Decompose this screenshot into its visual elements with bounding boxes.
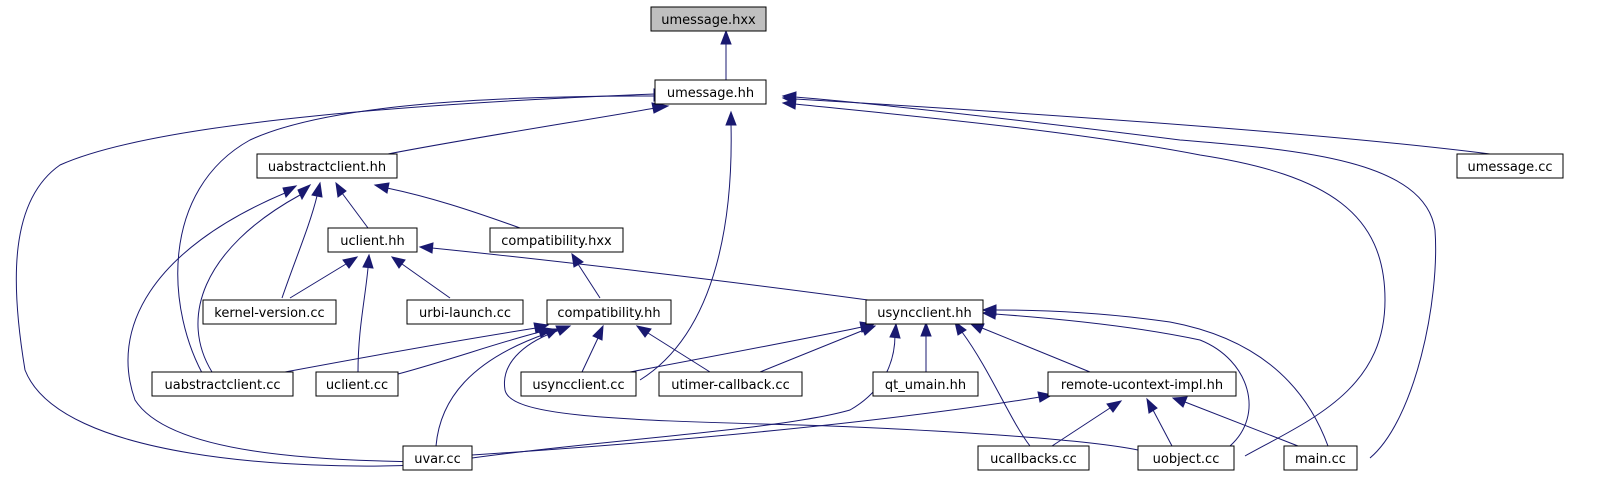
node-label: umessage.hh (667, 86, 754, 101)
node-label: qt_umain.hh (885, 378, 966, 393)
edge-uabstractclient-hh-to-umessage-hh (387, 102, 670, 155)
node-uabstractclient-cc[interactable]: uabstractclient.cc (151, 371, 294, 397)
node-label: uclient.hh (340, 234, 405, 249)
node-label: compatibility.hxx (501, 234, 612, 249)
edge-usyncclient-cc-to-usyncclient-hh (629, 321, 876, 373)
node-kernel-version-cc[interactable]: kernel-version.cc (202, 299, 337, 325)
edge-umessage-hh-to-umessage-hxx (720, 29, 732, 80)
node-remote-ucontext-impl-hh[interactable]: remote-ucontext-impl.hh (1047, 371, 1237, 397)
edge-urbi-launch-cc-to-uclient-hh (390, 256, 451, 299)
node-urbi-launch-cc[interactable]: urbi-launch.cc (406, 299, 524, 325)
node-label: remote-ucontext-impl.hh (1061, 378, 1223, 393)
edge-remote-ucontext-impl-hh-to-usyncclient-hh (968, 322, 1091, 373)
edge-uvar-cc-to-umessage-hh (15, 88, 669, 467)
edge-usyncclient-cc-to-umessage-hh (639, 110, 737, 381)
node-label: kernel-version.cc (214, 306, 324, 321)
edge-uobject-cc-to-compatibility-hh (504, 325, 1139, 451)
edge-main-cc-to-remote-ucontext-impl-hh (1171, 396, 1299, 447)
node-label: uabstractclient.hh (268, 160, 386, 175)
node-umessage-hxx[interactable]: umessage.hxx (650, 6, 767, 32)
edge-kernel-version-cc-to-uclient-hh (289, 256, 359, 299)
edge-kernel-version-cc-to-uabstractclient-hh (281, 181, 323, 299)
node-label: uvar.cc (414, 452, 460, 467)
node-label: uclient.cc (326, 378, 388, 393)
edge-uobject-cc-to-remote-ucontext-impl-hh (1146, 397, 1173, 447)
edge-uclient-cc-to-compatibility-hh (397, 326, 554, 375)
node-qt-umain-hh[interactable]: qt_umain.hh (872, 371, 979, 397)
node-uclient-hh[interactable]: uclient.hh (327, 227, 418, 253)
edge-usyncclient-cc-to-compatibility-hh (581, 324, 604, 373)
edge-uabstractclient-cc-to-compatibility-hh (284, 322, 550, 373)
node-compatibility-hxx[interactable]: compatibility.hxx (489, 227, 624, 253)
node-label: urbi-launch.cc (419, 306, 511, 321)
node-compatibility-hh[interactable]: compatibility.hh (546, 299, 672, 325)
edge-usyncclient-hh-to-uclient-hh (418, 242, 869, 301)
edge-umessage-cc-to-umessage-hh (781, 93, 1491, 155)
edge-utimer-callback-cc-to-usyncclient-hh (759, 324, 877, 373)
node-label: utimer-callback.cc (671, 378, 789, 393)
node-label: uobject.cc (1153, 452, 1220, 467)
node-uobject-cc[interactable]: uobject.cc (1137, 445, 1235, 471)
edge-compatibility-hh-to-compatibility-hxx (571, 252, 601, 299)
node-label: umessage.hxx (661, 13, 756, 28)
node-label: usyncclient.hh (877, 306, 971, 321)
edge-uclient-cc-to-uclient-hh (357, 253, 374, 373)
edge-qt-umain-hh-to-usyncclient-hh (920, 321, 932, 372)
node-label: uabstractclient.cc (164, 378, 280, 393)
node-label: main.cc (1295, 452, 1346, 467)
edge-uclient-hh-to-uabstractclient-hh (335, 181, 369, 229)
edge-uvar-cc-to-uabstractclient-hh (127, 185, 421, 463)
node-label: compatibility.hh (557, 306, 660, 321)
node-label: ucallbacks.cc (990, 452, 1077, 467)
edge-main-cc-to-usyncclient-hh (981, 304, 1329, 447)
node-main-cc[interactable]: main.cc (1283, 445, 1358, 471)
node-uabstractclient-hh[interactable]: uabstractclient.hh (256, 153, 398, 179)
node-usyncclient-hh[interactable]: usyncclient.hh (865, 299, 984, 325)
node-label: usyncclient.cc (532, 378, 624, 393)
node-uclient-cc[interactable]: uclient.cc (315, 371, 399, 397)
node-ucallbacks-cc[interactable]: ucallbacks.cc (977, 445, 1090, 471)
node-usyncclient-cc[interactable]: usyncclient.cc (520, 371, 637, 397)
node-umessage-cc[interactable]: umessage.cc (1456, 153, 1564, 179)
edge-utimer-callback-cc-to-compatibility-hh (635, 325, 711, 373)
edge-compatibility-hxx-to-uabstractclient-hh (373, 182, 521, 229)
edge-uabstractclient-cc-to-uabstractclient-hh (197, 183, 312, 373)
node-uvar-cc[interactable]: uvar.cc (402, 445, 473, 471)
edge-main-cc-to-umessage-hh (781, 91, 1437, 459)
edge-uobject-cc-to-umessage-hh (781, 98, 1386, 457)
node-utimer-callback-cc[interactable]: utimer-callback.cc (658, 371, 803, 397)
node-label: umessage.cc (1467, 160, 1552, 175)
edge-ucallbacks-cc-to-usyncclient-hh (954, 320, 1031, 447)
edge-ucallbacks-cc-to-remote-ucontext-impl-hh (1051, 400, 1123, 447)
node-umessage-hh[interactable]: umessage.hh (654, 79, 767, 105)
